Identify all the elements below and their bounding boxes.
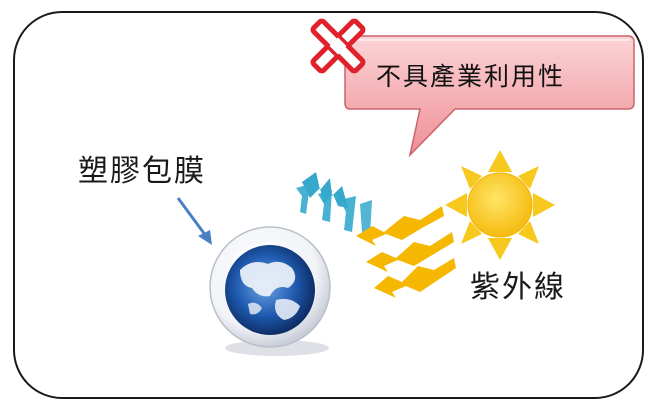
uv-rays — [356, 206, 456, 298]
globe-icon — [209, 226, 331, 356]
plastic-film-label: 塑膠包膜 — [78, 154, 206, 189]
ultraviolet-label: 紫外線 — [470, 270, 566, 305]
sun-icon — [445, 150, 555, 260]
arrow-icon — [176, 197, 212, 245]
red-x-icon — [310, 18, 366, 74]
reflected-rays — [296, 172, 372, 234]
callout-text: 不具產業利用性 — [376, 62, 566, 91]
